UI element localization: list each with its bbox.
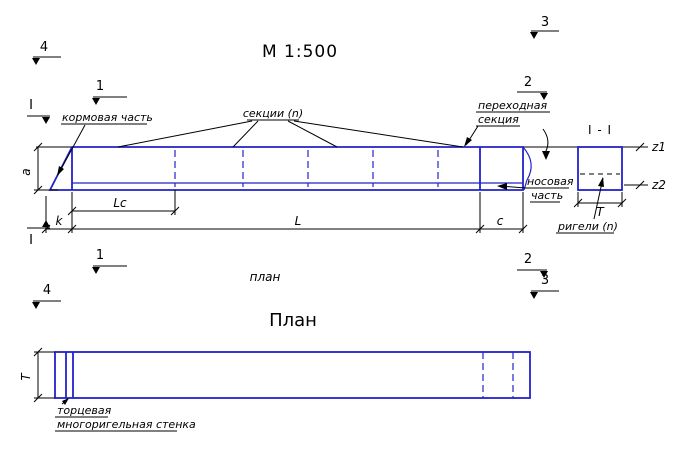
side-view-hull	[48, 146, 532, 191]
crossbars-label: ригели (n)	[557, 220, 618, 233]
cut-marker-i-top: I	[29, 98, 33, 113]
cut-marker-4-top: 4	[40, 40, 48, 55]
cut-marker-2-bottom: 2	[524, 252, 532, 267]
stern-label: кормовая часть	[62, 111, 153, 124]
transition-label-line2: секция	[478, 113, 519, 126]
cut-marker-3-top: 3	[541, 15, 549, 30]
cut-marker-3-bottom: 3	[541, 273, 549, 288]
dim-z2: z2	[651, 178, 666, 192]
dim-a: a	[19, 168, 33, 175]
bow-label-line2: часть	[531, 189, 563, 202]
plan-view	[54, 351, 531, 399]
cut-marker-1-top: 1	[96, 79, 104, 94]
dim-z1: z1	[651, 140, 666, 154]
dimension-lines	[33, 142, 627, 403]
dim-lc: Lc	[113, 196, 127, 210]
plan-caption: план	[250, 270, 281, 284]
dim-t-plan: T	[19, 372, 33, 381]
end-wall-label-line2: многоригельная стенка	[57, 418, 196, 431]
cut-marker-1-bottom: 1	[96, 248, 104, 263]
end-wall-label-line1: торцевая	[57, 404, 112, 417]
section-label: I - I	[588, 123, 612, 137]
leader-lines	[55, 111, 614, 432]
dim-l: L	[295, 214, 302, 228]
dim-c: c	[497, 214, 504, 228]
bow-label-line1: носовая	[527, 175, 574, 188]
cut-markers	[27, 30, 559, 309]
transition-label-line1: переходная	[478, 99, 547, 112]
cut-marker-i-bottom: I	[29, 233, 33, 248]
cut-marker-2-top: 2	[524, 75, 532, 90]
section-view	[577, 142, 648, 191]
dim-t-section: T	[596, 205, 605, 219]
dim-k: k	[56, 214, 64, 228]
scale-title: М 1:500	[262, 42, 338, 62]
cut-marker-4-bottom: 4	[43, 283, 51, 298]
plan-heading: План	[269, 310, 317, 331]
sections-label: секции (n)	[243, 107, 303, 120]
